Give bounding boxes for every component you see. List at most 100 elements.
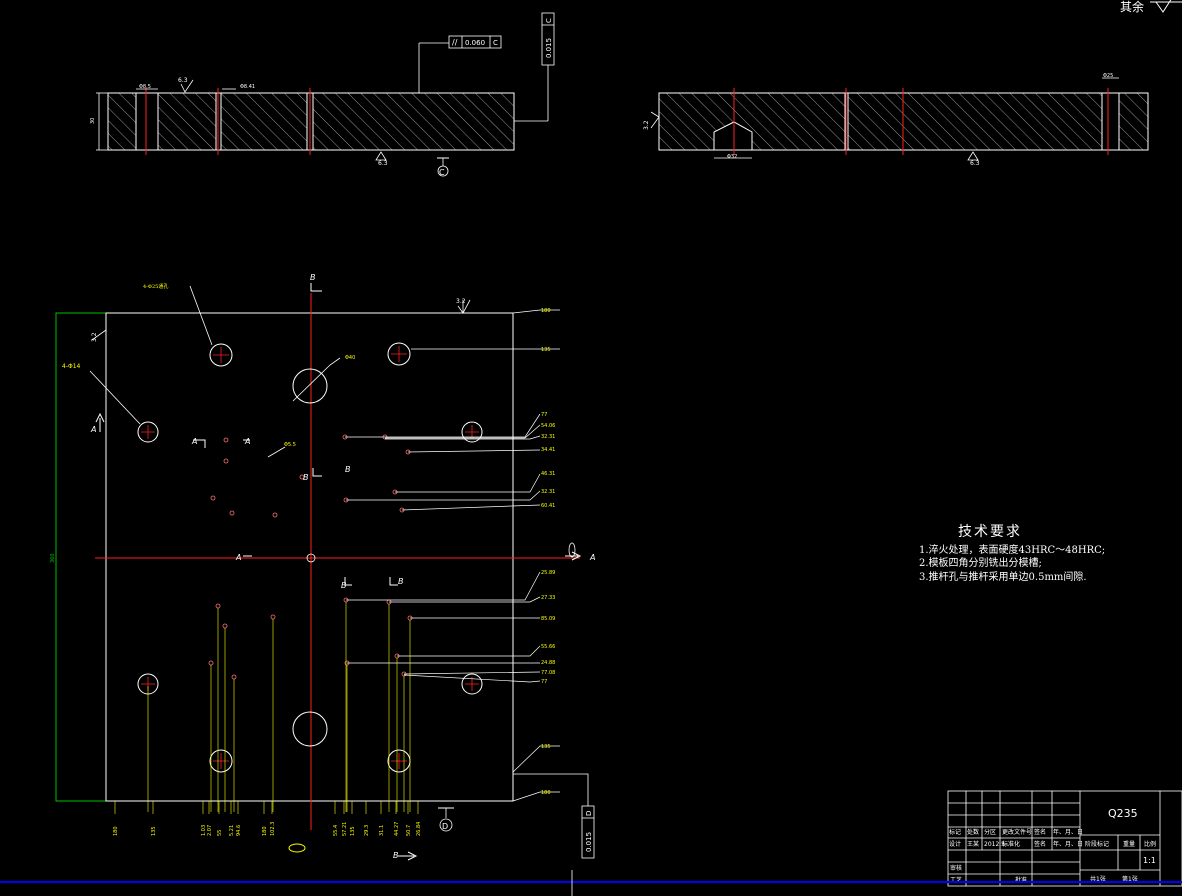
right-dim-label: 77 xyxy=(541,412,547,418)
label-small-holes: Φ5.5 xyxy=(284,442,296,448)
svg-text:分区: 分区 xyxy=(984,828,996,836)
svg-text:标准化: 标准化 xyxy=(1002,840,1020,848)
section-view-right: Φ32 Φ25 3.2 6.3 xyxy=(643,73,1149,167)
svg-text:重量: 重量 xyxy=(1123,840,1135,848)
right-dim-label: 135 xyxy=(541,347,551,353)
label-bolt-holes: 4-Φ25通孔 xyxy=(143,283,168,290)
tech-item-3: 3.推杆孔与推杆采用单边0.5mm间隙. xyxy=(919,570,1087,583)
bottom-dim-label: 55 xyxy=(217,830,223,836)
roughness-top-left: 6.3 xyxy=(178,77,188,84)
bottom-dim-label: 5.21 xyxy=(229,825,235,836)
right-dim-label: 77.08 xyxy=(541,670,555,676)
section-view-left: 30 Φ8.5 Φ8.41 6.3 6.3 C // 0.060 C 0.015… xyxy=(90,12,555,177)
roughness-bottom-left: 6.3 xyxy=(378,160,388,167)
material: Q235 xyxy=(1108,807,1138,820)
section-mark-4: A xyxy=(244,437,250,446)
right-dim-label: 32.31 xyxy=(541,434,555,440)
section-mark-3: A xyxy=(191,437,197,446)
right-dim-label: 55.66 xyxy=(541,644,555,650)
roughness-symbol xyxy=(1150,0,1182,13)
svg-text:批准: 批准 xyxy=(1015,876,1027,884)
dim-left: Φ8.5 xyxy=(139,84,151,90)
bottom-dim-label: 180 xyxy=(262,826,268,836)
bottom-dim-label: 44.27 xyxy=(394,822,400,836)
svg-text:共1张: 共1张 xyxy=(1090,875,1106,883)
plan-view: 360 xyxy=(50,273,595,861)
right-dim-label: 77 xyxy=(541,679,547,685)
right-dim-label: 24.88 xyxy=(541,660,555,666)
bottom-dim-label: 31.1 xyxy=(379,825,385,836)
section-mark-1: B xyxy=(310,273,316,282)
bottom-dim-label: 135 xyxy=(350,826,356,836)
svg-text://: // xyxy=(452,38,458,47)
right-dim-label: 27.33 xyxy=(541,595,555,601)
title-block-text: Q235 标记 处数 分区 更改文件号 签名 年、月、日 设计 王某 2012.… xyxy=(949,807,1156,884)
dim-height: 30 xyxy=(90,118,96,124)
tech-item-2: 2.模板四角分别铣出分模槽; xyxy=(919,556,1042,569)
section-mark-6: B xyxy=(345,465,351,474)
right-dim-label: 180 xyxy=(541,790,551,796)
scale: 1:1 xyxy=(1143,856,1156,865)
tech-requirements: 技术要求 1.淬火处理，表面硬度43HRC～48HRC; 2.模板四角分别铣出分… xyxy=(919,524,1105,583)
svg-text:工艺: 工艺 xyxy=(950,876,962,884)
right-dimensions: 1801357754.0632.3134.4146.3132.3160.4125… xyxy=(541,308,555,796)
svg-text:设计: 设计 xyxy=(949,840,961,848)
bottom-dim-label: 102.3 xyxy=(270,822,276,836)
svg-text:更改文件号: 更改文件号 xyxy=(1002,828,1032,836)
svg-text:2012.5: 2012.5 xyxy=(984,841,1005,848)
roughness-side: 3.2 xyxy=(643,120,650,130)
perp-value: 0.015 xyxy=(545,38,553,58)
bottom-dim-label: 50.7 xyxy=(406,825,412,836)
svg-text:处数: 处数 xyxy=(967,828,979,836)
right-dim-label: 34.41 xyxy=(541,447,555,453)
right-dim-label: 60.41 xyxy=(541,503,555,509)
section-mark-2: A xyxy=(90,425,96,434)
section-mark-11: A xyxy=(589,553,595,562)
svg-text:第1张: 第1张 xyxy=(1122,875,1138,883)
roughness-plan-left: 3.2 xyxy=(91,332,98,342)
svg-text:王某: 王某 xyxy=(967,841,979,848)
svg-text:阶段标记: 阶段标记 xyxy=(1085,840,1109,848)
right-dim-label: 54.06 xyxy=(541,423,555,429)
datum-c: C xyxy=(439,168,445,177)
roughness-plan-top: 3.2 xyxy=(456,298,466,305)
svg-text:审核: 审核 xyxy=(950,864,962,872)
bottom-dim-label: 55.4 xyxy=(333,825,339,836)
section-mark-7: A xyxy=(235,553,241,562)
bottom-dim-label: 57.21 xyxy=(342,822,348,836)
right-dim-label: 25.89 xyxy=(541,570,555,576)
section-mark-5: B xyxy=(303,473,309,482)
bottom-dim-label: 94.6 xyxy=(236,825,242,836)
right-dim-label: 85.09 xyxy=(541,616,555,622)
svg-text:年、月、日: 年、月、日 xyxy=(1053,828,1083,836)
bottom-dim-label: 180 xyxy=(113,826,119,836)
label-center-hole: Φ40 xyxy=(345,355,355,361)
section-mark-9: B xyxy=(398,577,404,586)
roughness-bottom-right: 6.3 xyxy=(970,160,980,167)
datum-d-block: D 0.015 D xyxy=(288,773,595,859)
section-mark-10: B xyxy=(393,851,399,860)
bottom-dim-label: 2.07 xyxy=(207,825,213,836)
bottom-dim-label: 26.84 xyxy=(416,822,422,836)
perp-d-value: 0.015 xyxy=(585,832,593,852)
perp-d-datum: D xyxy=(585,811,593,816)
right-dim-label: 32.31 xyxy=(541,489,555,495)
perp-datum: C xyxy=(545,18,553,23)
tech-item-1: 1.淬火处理，表面硬度43HRC～48HRC; xyxy=(919,543,1105,556)
label-guide-holes: 4-Φ14 xyxy=(62,363,81,370)
bottom-dim-label: 1.03 xyxy=(201,825,207,836)
svg-text:签名: 签名 xyxy=(1034,840,1046,848)
dim-pocket: Φ32 xyxy=(727,154,737,160)
section-mark-8: B xyxy=(341,581,347,590)
title-block xyxy=(947,790,1182,887)
bottom-dim-label: 29.3 xyxy=(364,825,370,836)
bottom-dim-label: 135 xyxy=(151,826,157,836)
dim-hole: Φ25 xyxy=(1103,73,1113,79)
svg-text:标记: 标记 xyxy=(949,828,961,836)
dim-mid: Φ8.41 xyxy=(240,84,255,90)
datum-d: D xyxy=(442,822,448,831)
tech-title: 技术要求 xyxy=(958,524,1022,540)
flatness-datum: C xyxy=(493,39,498,47)
svg-text:签名: 签名 xyxy=(1034,828,1046,836)
